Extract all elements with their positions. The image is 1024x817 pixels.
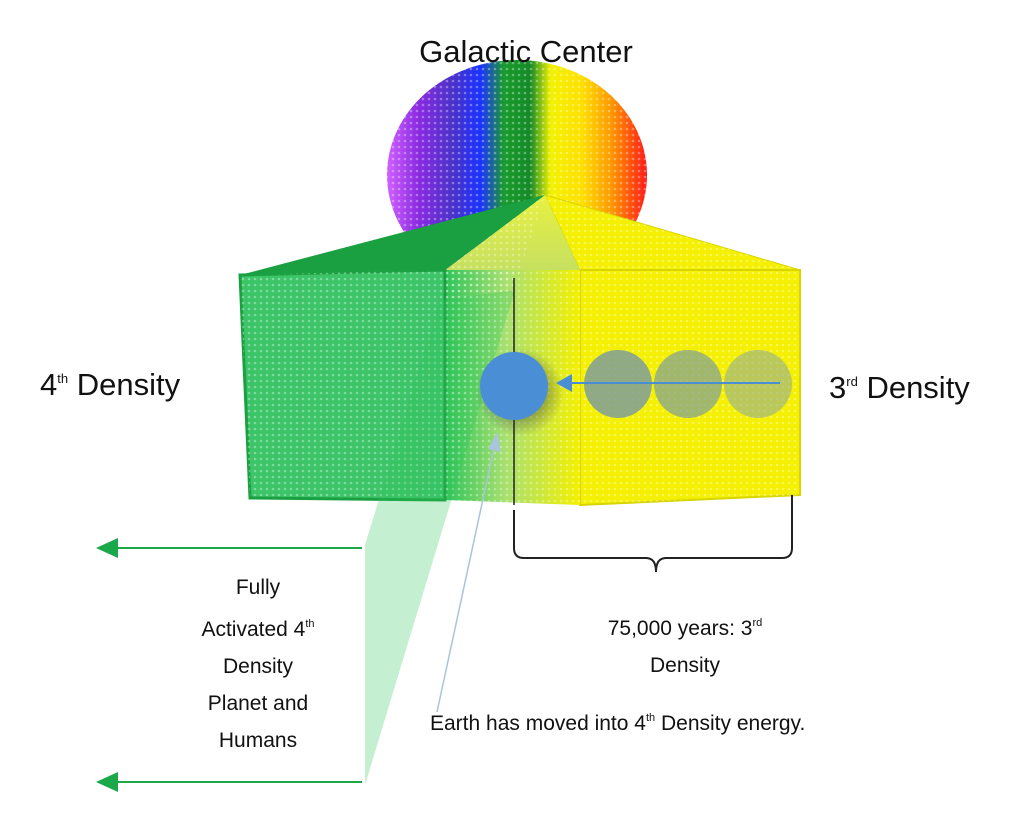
label-years: 75,000 years: 3rd Density [585,605,785,684]
fully-activated-line5: Humans [218,729,298,752]
third-density-block [544,194,801,507]
motion-arrow [556,374,780,392]
fourth-density-sup: th [57,371,69,386]
title-galactic-center: Galactic Center [419,34,633,69]
green-arrows [96,538,362,792]
activation-beam [365,290,515,785]
years-brace [513,495,793,573]
third-density-text: Density [866,370,970,405]
label-third-density: 3rd Density [829,370,970,406]
years-line1: 75,000 years: 3rd [607,617,763,640]
years-line2: Density [649,654,721,677]
fully-activated-line4: Planet and [207,692,309,715]
earth-circle [480,352,548,420]
fully-activated-line2: Activated 4th [201,618,315,641]
fourth-density-num: 4 [40,367,58,402]
label-fully-activated: Fully Activated 4th Density Planet and H… [170,569,346,759]
fully-activated-line3: Density [222,655,294,678]
fully-activated-line1: Fully [235,576,281,599]
label-fourth-density: 4th Density [40,367,180,403]
earth-pointer-arrow [436,432,501,713]
fourth-density-text: Density [76,367,181,402]
third-density-num: 3 [829,370,847,405]
label-earth-moved: Earth has moved into 4th Density energy. [430,712,806,735]
fourth-density-block [238,195,545,502]
third-density-sup: rd [846,374,858,389]
